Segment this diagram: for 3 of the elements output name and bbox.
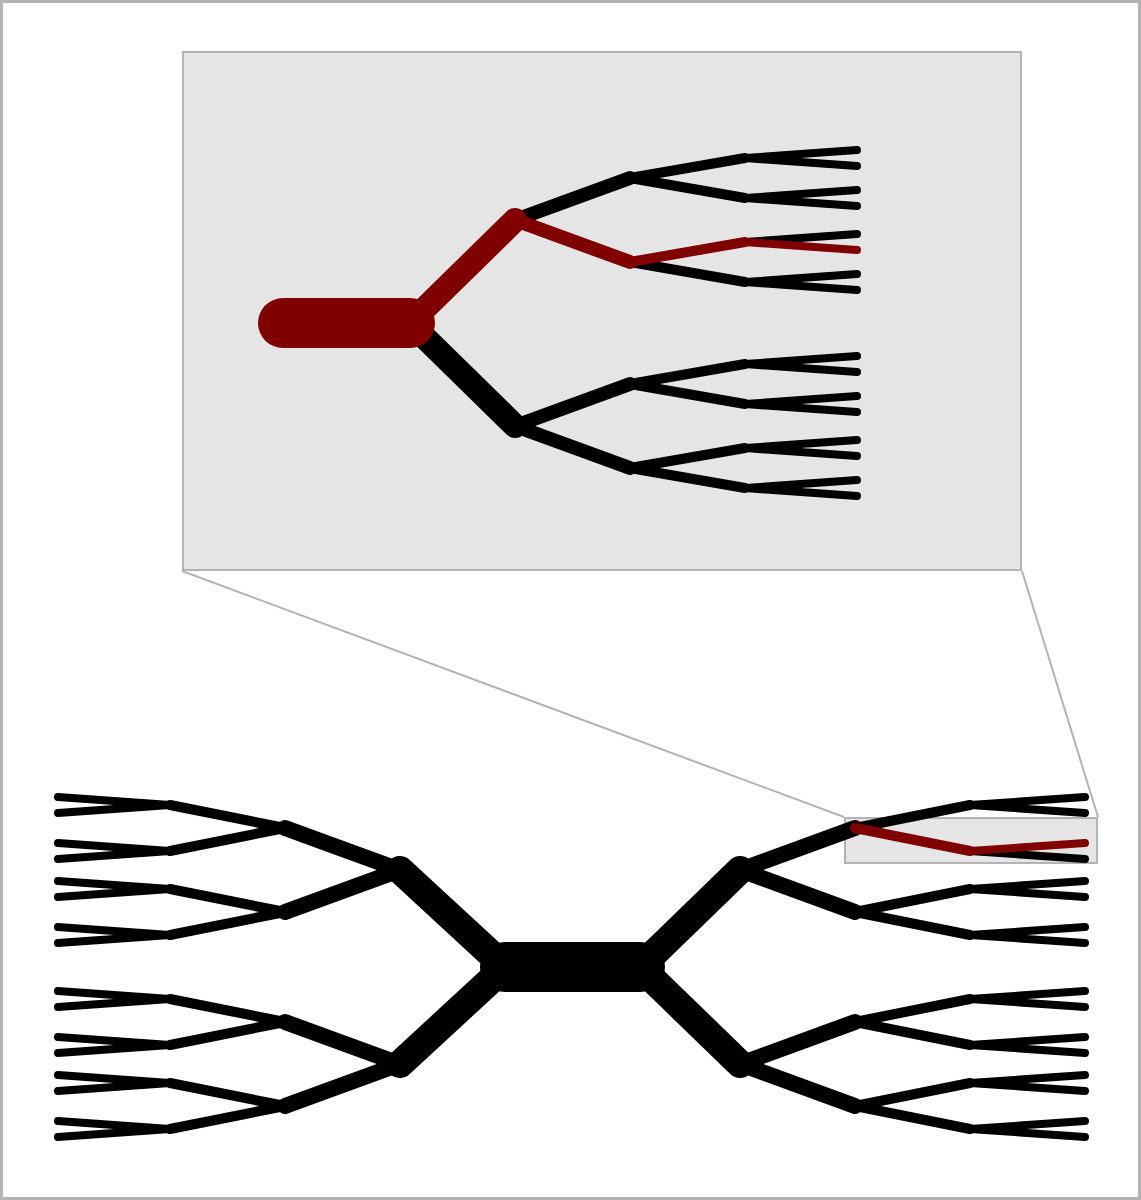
zoom-line — [1021, 570, 1099, 818]
zoom-line — [181, 570, 845, 818]
inset-panel — [182, 51, 1022, 571]
